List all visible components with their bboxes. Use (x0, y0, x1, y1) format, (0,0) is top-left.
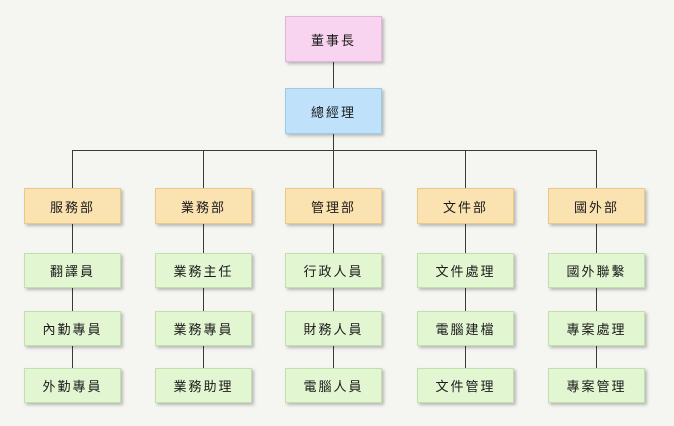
staff-node: 文件處理 (417, 253, 514, 288)
department-node: 服務部 (24, 188, 121, 224)
connector-dept-col-3 (465, 224, 466, 368)
staff-node: 外勤專員 (24, 368, 121, 403)
connector-dept-col-0 (72, 224, 73, 368)
department-node: 業務部 (155, 188, 252, 224)
staff-node: 行政人員 (285, 253, 382, 288)
staff-node: 內勤專員 (24, 311, 121, 346)
staff-node: 國外聯繫 (548, 253, 645, 288)
staff-node: 業務主任 (155, 253, 252, 288)
staff-node: 業務助理 (155, 368, 252, 403)
staff-node: 文件管理 (417, 368, 514, 403)
connector-dept-col-2 (333, 224, 334, 368)
connector-bus-dept-4 (596, 150, 597, 188)
staff-node: 業務專員 (155, 311, 252, 346)
department-node: 國外部 (548, 188, 645, 224)
staff-node: 翻譯員 (24, 253, 121, 288)
department-node: 文件部 (417, 188, 514, 224)
connector-bus-dept-3 (465, 150, 466, 188)
staff-node: 電腦建檔 (417, 311, 514, 346)
chairman-node: 董事長 (285, 16, 382, 62)
connector-dept-col-4 (596, 224, 597, 368)
general-manager-node: 總經理 (285, 88, 382, 134)
connector-chairman-gm (333, 62, 334, 88)
connector-bus-dept-2 (333, 150, 334, 188)
connector-bus-dept-1 (203, 150, 204, 188)
connector-gm-bus (333, 134, 334, 150)
connector-bus-dept-0 (72, 150, 73, 188)
staff-node: 電腦人員 (285, 368, 382, 403)
staff-node: 專案處理 (548, 311, 645, 346)
department-node: 管理部 (285, 188, 382, 224)
staff-node: 財務人員 (285, 311, 382, 346)
staff-node: 專案管理 (548, 368, 645, 403)
connector-horizontal-bus (72, 150, 596, 151)
connector-dept-col-1 (203, 224, 204, 368)
